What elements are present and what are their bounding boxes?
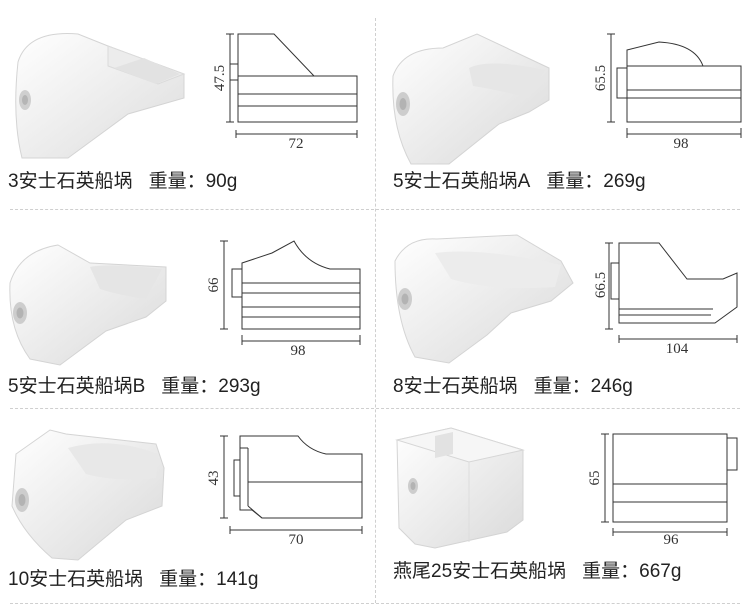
width-dimension: 104 xyxy=(666,341,689,357)
technical-drawing: 65.5 98 xyxy=(593,33,742,152)
product-photo xyxy=(394,234,574,364)
product-weight: 重量：90g xyxy=(148,171,238,192)
product-caption: 燕尾25安士石英船埚重量：667g xyxy=(393,556,681,583)
height-dimension: 66.5 xyxy=(595,272,609,298)
product-photo xyxy=(395,427,525,549)
product-caption: 8安士石英船埚重量：246g xyxy=(393,371,633,398)
technical-drawing: 65 96 xyxy=(587,433,738,548)
product-card: 65.5 98 5安士石英船埚A 重量：269g xyxy=(375,0,750,203)
product-photo xyxy=(9,244,167,366)
product-card: 66.5 104 8安士石英船埚重量：246g xyxy=(375,209,750,412)
product-caption: 3安士石英船埚重量：90g xyxy=(8,166,237,193)
product-weight: 重量：293g xyxy=(161,376,261,397)
row-divider xyxy=(10,408,740,409)
width-dimension: 98 xyxy=(674,136,689,152)
product-card: 47.5 72 3安士石英船埚重量：90g xyxy=(0,0,375,203)
row-divider xyxy=(10,603,740,604)
product-name: 燕尾25安士石英船埚 xyxy=(393,561,567,582)
product-weight: 重量：667g xyxy=(582,561,682,582)
product-card: 65 96 燕尾25安士石英船埚重量：667g xyxy=(375,408,750,611)
product-photo xyxy=(392,33,550,165)
width-dimension: 72 xyxy=(289,136,304,152)
height-dimension: 65.5 xyxy=(593,65,609,91)
height-dimension: 47.5 xyxy=(212,65,228,91)
column-divider xyxy=(375,18,376,603)
height-dimension: 66 xyxy=(206,277,222,293)
product-name: 3安士石英船埚 xyxy=(8,171,133,192)
product-name: 5安士石英船埚B xyxy=(8,376,146,397)
technical-drawing: 47.5 72 xyxy=(212,33,358,152)
technical-drawing: 66 98 xyxy=(206,240,361,359)
technical-drawing: 43 70 xyxy=(206,435,363,548)
width-dimension: 98 xyxy=(291,343,306,359)
width-dimension: 70 xyxy=(289,532,304,548)
product-caption: 5安士石英船埚A 重量：269g xyxy=(393,166,646,193)
product-caption: 5安士石英船埚B 重量：293g xyxy=(8,371,261,398)
product-name: 5安士石英船埚A xyxy=(393,171,531,192)
product-caption: 10安士石英船埚重量：141g xyxy=(8,564,258,591)
product-name: 10安士石英船埚 xyxy=(8,569,144,590)
product-name: 8安士石英船埚 xyxy=(393,376,518,397)
technical-drawing: 66.5 104 xyxy=(595,242,738,357)
product-photo xyxy=(11,429,165,561)
product-weight: 重量：141g xyxy=(159,569,259,590)
product-weight: 重量：246g xyxy=(533,376,633,397)
row-divider xyxy=(10,209,740,210)
width-dimension: 96 xyxy=(664,532,680,548)
height-dimension: 65 xyxy=(587,471,603,486)
height-dimension: 43 xyxy=(206,471,222,486)
product-card: 66 98 5安士石英船埚B 重量：293g xyxy=(0,209,375,412)
product-photo xyxy=(15,33,186,159)
product-card: 43 70 10安士石英船埚重量：141g xyxy=(0,408,375,611)
product-weight: 重量：269g xyxy=(546,171,646,192)
